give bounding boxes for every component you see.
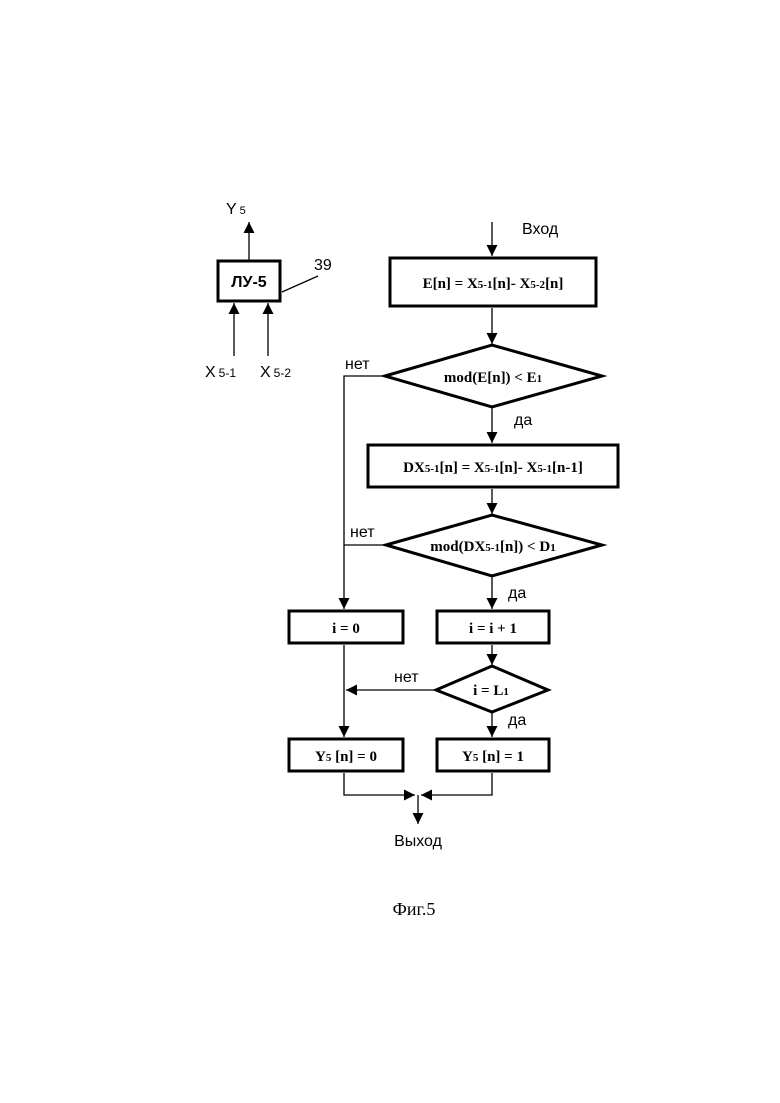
- exit-label: Выход: [394, 833, 443, 850]
- cond3-no-label: нет: [394, 669, 419, 686]
- cond3-yes-label: да: [508, 712, 526, 729]
- flowchart: Вход E[n] = X5-1[n]- X5-2[n] mod(E[n]) <…: [289, 221, 618, 850]
- count-limit-text: i = L1: [473, 683, 509, 699]
- cond2-no-label: нет: [350, 524, 375, 541]
- cond1-yes-label: да: [514, 412, 532, 429]
- cond1-no-label: нет: [345, 356, 370, 373]
- reset-counter-text: i = 0: [332, 621, 360, 637]
- entry-label: Вход: [522, 221, 559, 238]
- cond2-yes-label: да: [508, 585, 526, 602]
- input1-label: X5-1: [205, 364, 236, 381]
- output-label: Y5: [226, 201, 246, 218]
- error-calc-text: E[n] = X5-1[n]- X5-2[n]: [423, 276, 564, 292]
- input2-label: X5-2: [260, 364, 291, 381]
- figure-caption: Фиг.5: [393, 899, 436, 919]
- delta-calc-text: DX5-1[n] = X5-1[n]- X5-1[n-1]: [403, 460, 583, 476]
- logic-unit-name: ЛУ-5: [231, 274, 267, 291]
- merge-right-line: [421, 773, 492, 795]
- ref-number: 39: [314, 257, 332, 274]
- increment-counter-text: i = i + 1: [469, 621, 517, 637]
- delta-threshold-text: mod(DX5-1[n]) < D1: [430, 539, 555, 555]
- ref-leader-line: [282, 276, 318, 292]
- output-zero-text: Y5 [n] = 0: [315, 749, 377, 765]
- error-threshold-text: mod(E[n]) < E1: [444, 370, 542, 386]
- logic-unit: Y5 ЛУ-5 39 X5-1 X5-2: [205, 201, 332, 381]
- merge-left-line: [344, 773, 415, 795]
- output-one-text: Y5 [n] = 1: [462, 749, 524, 765]
